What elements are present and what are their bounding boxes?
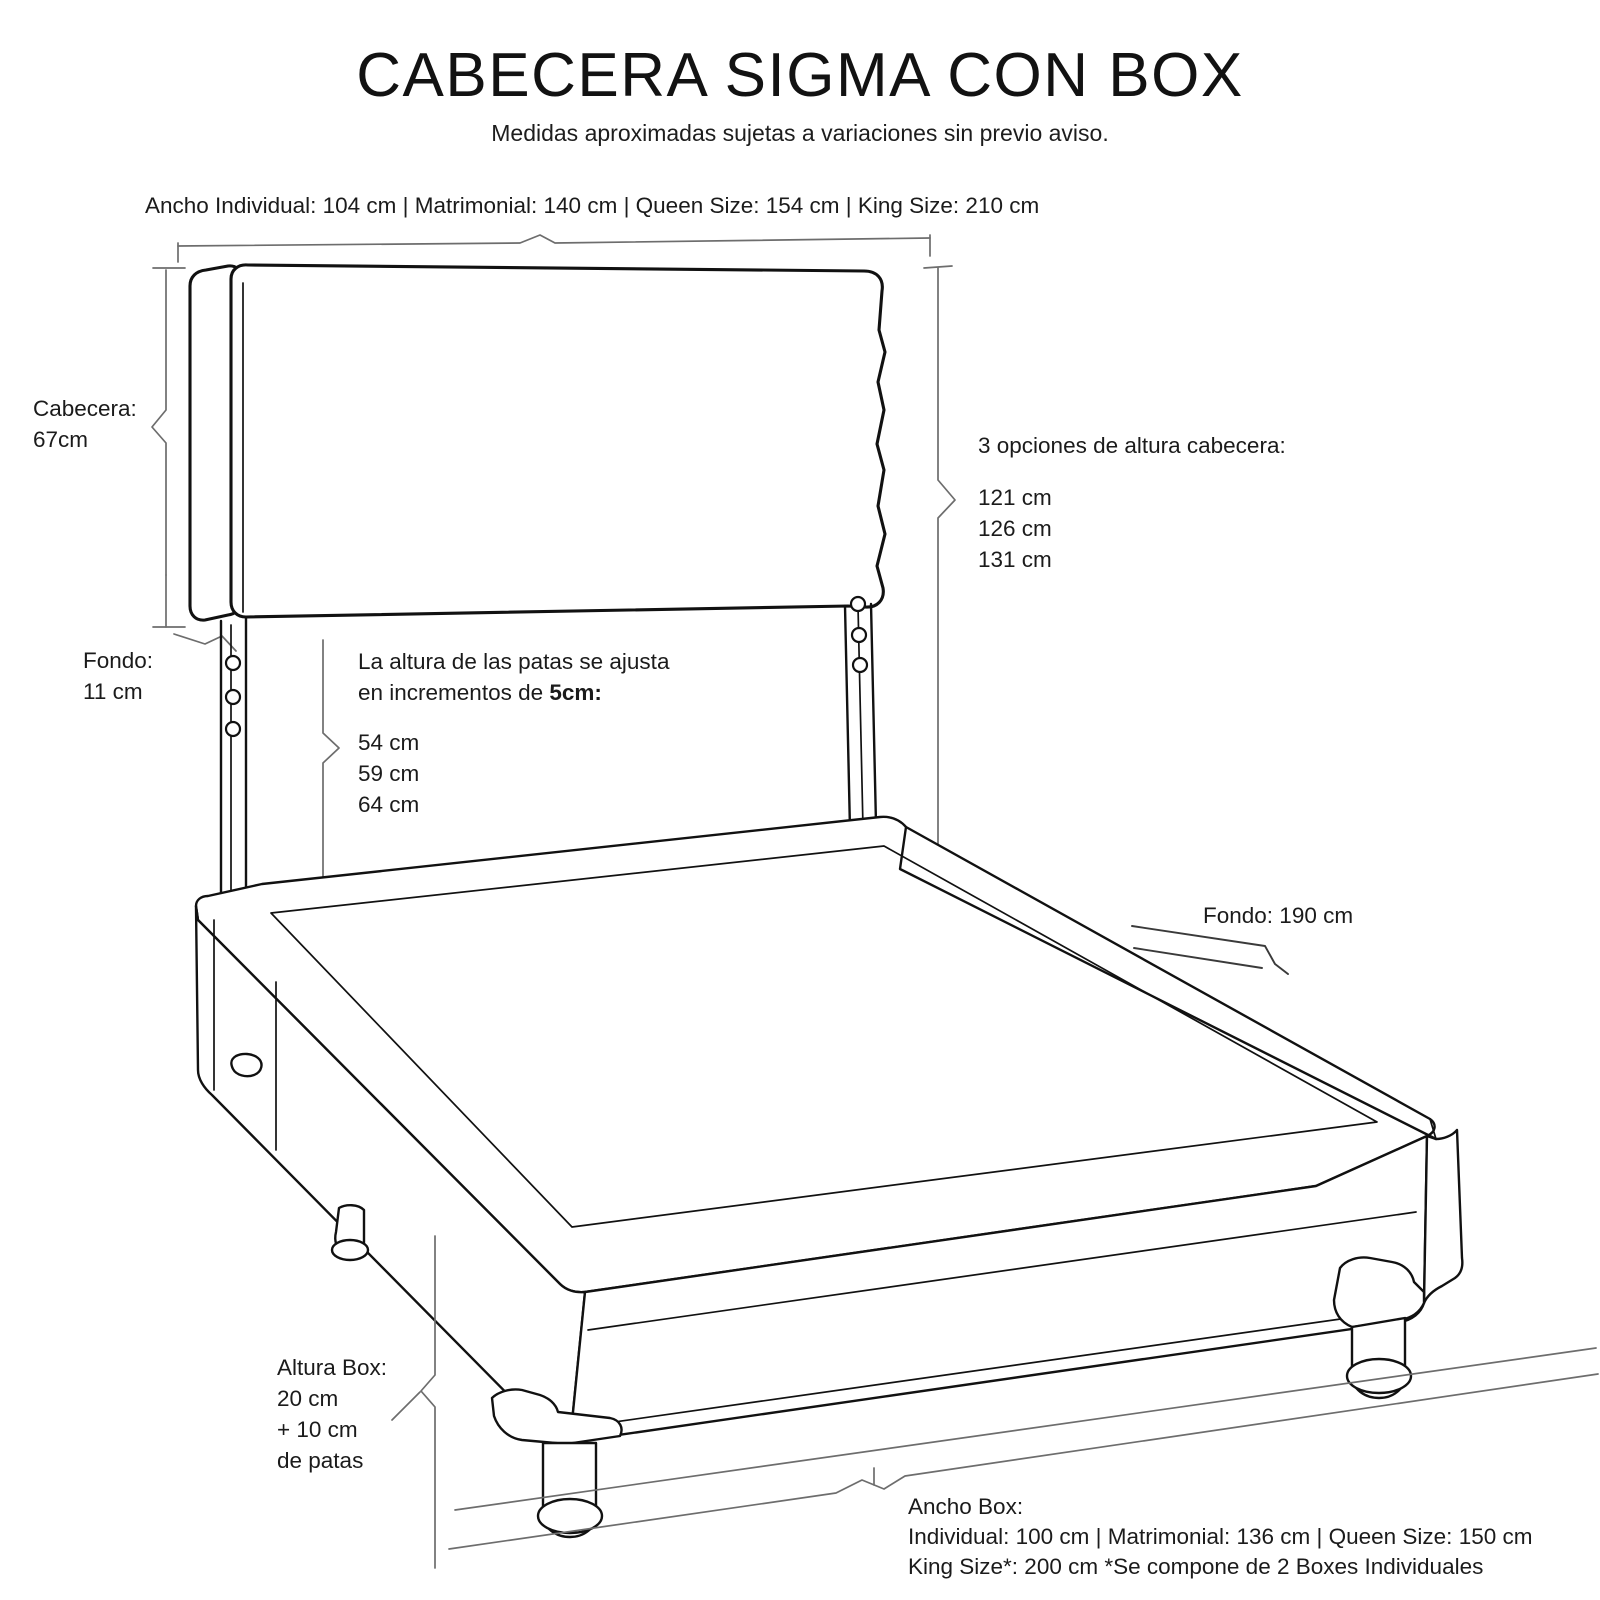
page-subtitle: Medidas aproximadas sujetas a variacione… bbox=[491, 120, 1109, 146]
box-right-end-face bbox=[1422, 1128, 1464, 1305]
headboard-height-label: Cabecera: 67cm bbox=[33, 396, 137, 452]
box-head-right-corner bbox=[898, 825, 1438, 1141]
top-dimension-line bbox=[177, 234, 931, 263]
headboard-front-panel bbox=[229, 263, 887, 619]
headboard-right-post bbox=[843, 595, 878, 832]
box-width-line2: King Size*: 200 cm *Se compone de 2 Boxe… bbox=[908, 1554, 1484, 1579]
leg-height-values: 54 cm 59 cm 64 cm bbox=[358, 730, 420, 817]
box-width-line1: Individual: 100 cm | Matrimonial: 136 cm… bbox=[908, 1524, 1533, 1549]
box-foot-rear-left bbox=[230, 1052, 263, 1078]
leg-note-increment: 5cm: bbox=[549, 680, 602, 705]
headboard-options-dimension-line bbox=[923, 265, 956, 873]
headboard-height-dimension-line bbox=[151, 267, 186, 628]
box-height-dimension-line bbox=[391, 1235, 436, 1569]
headboard-options-values: 121 cm 126 cm 131 cm bbox=[978, 485, 1052, 572]
box-height-label: Altura Box: 20 cm + 10 cm de patas bbox=[277, 1355, 388, 1473]
box-width-dimension-line bbox=[448, 1347, 1599, 1550]
leg-note-line2-pre: en incrementos de bbox=[358, 680, 550, 705]
headboard-left-post bbox=[219, 615, 248, 937]
box-depth-label: Fondo: 190 cm bbox=[1203, 903, 1354, 928]
top-width-dimension-label: Ancho Individual: 104 cm | Matrimonial: … bbox=[145, 193, 1040, 218]
headboard-depth-leader bbox=[173, 633, 237, 652]
box-foot-front-left bbox=[490, 1388, 623, 1539]
headboard-options-title: 3 opciones de altura cabecera: bbox=[978, 433, 1286, 458]
leg-height-dimension-line bbox=[322, 639, 340, 891]
box-depth-leader bbox=[1131, 925, 1289, 975]
box-width-title: Ancho Box: bbox=[908, 1494, 1024, 1519]
page-title: CABECERA SIGMA CON BOX bbox=[356, 41, 1244, 110]
box-foot-mid-left bbox=[330, 1204, 370, 1262]
box-width-block: Ancho Box: Individual: 100 cm | Matrimon… bbox=[908, 1492, 1532, 1582]
leg-adjustment-note: La altura de las patas se ajusta en incr… bbox=[358, 646, 669, 708]
box-foot-front-right bbox=[1332, 1256, 1426, 1400]
leg-note-line1: La altura de las patas se ajusta bbox=[358, 649, 670, 674]
headboard-depth-label: Fondo: 11 cm bbox=[83, 648, 154, 704]
